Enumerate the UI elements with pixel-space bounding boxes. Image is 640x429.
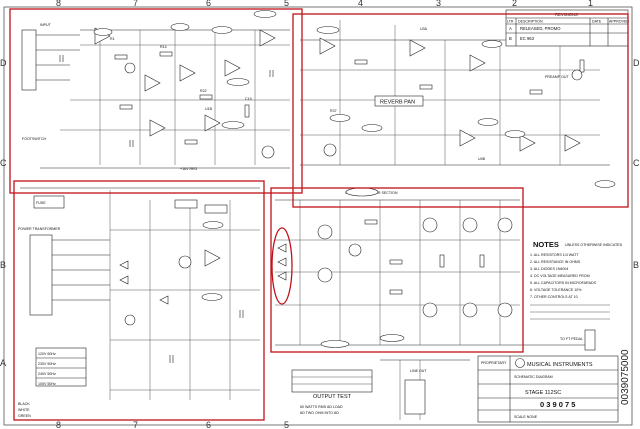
annotation-overlay <box>9 8 629 421</box>
rev-row-ltr: A <box>509 26 512 31</box>
output-test-label: OUTPUT TEST <box>313 394 352 400</box>
row-letter: B <box>0 260 6 270</box>
col-number: 6 <box>206 0 211 8</box>
reverb-eq-circuit: REVERB PAN PREAMP OUT U3A U4B R37 <box>300 20 616 188</box>
note-item: 5. ALL CAPACITORS IN MICROFARADS <box>530 281 597 285</box>
col-number: 8 <box>56 420 61 429</box>
note-item: 2. ALL RESISTANCE IN OHMS <box>530 260 581 264</box>
rev-header-date: DATE <box>592 20 602 24</box>
svg-text:R22: R22 <box>200 89 207 93</box>
rev-header-approved: APPROVED <box>609 20 629 24</box>
power-amp-circuit: SCHEMATIC POWER SECTION <box>275 187 596 351</box>
top-column-numbers: 8 7 6 5 4 3 2 1 <box>56 0 593 8</box>
left-row-letters: D C B A <box>0 58 7 368</box>
col-number: 5 <box>284 0 289 8</box>
svg-text:R1: R1 <box>110 37 115 41</box>
svg-text:WHITE: WHITE <box>18 408 30 412</box>
rev-row-desc: RELEASED, PROMO <box>520 26 561 31</box>
preamp-circuit: INPUT FOOTSWITCH R1 R14 R22 U1B C19 +16V… <box>21 10 290 171</box>
row-letter: C <box>633 158 640 168</box>
svg-text:SCALE NONE: SCALE NONE <box>514 415 538 419</box>
line-out-label: LINE OUT <box>410 369 427 373</box>
bottom-column-numbers: 8 7 6 5 <box>56 420 289 429</box>
row-letter: D <box>0 58 7 68</box>
reverb-pan-label: REVERB PAN <box>380 100 415 106</box>
power-transformer-label: POWER TRANSFORMER <box>18 227 61 231</box>
output-test-section: OUTPUT TEST TO SPEAKER LINE OUT 60 WATTS… <box>291 359 470 420</box>
svg-text:FOOTSWITCH: FOOTSWITCH <box>22 137 47 141</box>
rev-row-desc: EC 963 <box>520 36 535 41</box>
svg-text:U1B: U1B <box>205 107 213 111</box>
svg-text:0 3 9 0 7 5: 0 3 9 0 7 5 <box>540 400 575 409</box>
preamp-out-label: PREAMP OUT <box>545 75 570 79</box>
power-transformer <box>29 234 53 316</box>
col-number: 5 <box>284 420 289 429</box>
note-item: 7. OTHER CONTROLS AT 10 <box>530 295 578 299</box>
right-row-letters: D C B <box>633 58 640 270</box>
col-number: 1 <box>588 0 593 8</box>
svg-text:100V 50Hz: 100V 50Hz <box>38 382 56 386</box>
col-number: 4 <box>358 0 363 8</box>
notes-subtitle: UNLESS OTHERWISE INDICATED <box>565 243 623 247</box>
note-item: 3. ALL DIODES 1N4004 <box>530 267 568 271</box>
company-label: MUSICAL INSTRUMENTS <box>527 362 593 368</box>
row-letter: C <box>0 158 7 168</box>
annotation-box-power-amp <box>270 187 524 353</box>
revisions-table: REVISIONS LTR DESCRIPTION DATE APPROVED … <box>505 9 629 47</box>
svg-text:230V 50Hz: 230V 50Hz <box>38 362 56 366</box>
annotation-oval-diodes <box>271 227 293 305</box>
note-item: 1. ALL RESISTORS 1/4 WATT <box>530 253 579 257</box>
logo-icon <box>515 358 525 368</box>
rev-header-ltr: LTR <box>507 20 514 24</box>
col-number: 7 <box>133 0 138 8</box>
col-number: 3 <box>436 0 441 8</box>
svg-text:C19: C19 <box>245 97 252 101</box>
annotation-box-reverb <box>292 13 629 208</box>
svg-text:R14: R14 <box>160 45 167 49</box>
svg-text:FUSE: FUSE <box>36 201 46 205</box>
model-label: STAGE 112SC <box>525 390 561 396</box>
note-item: 4. DC VOLTAGE MEASURED FROM <box>530 274 590 278</box>
annotation-box-power-supply <box>13 180 265 421</box>
annotation-box-preamp <box>9 8 303 194</box>
sheet-border <box>3 6 633 426</box>
col-number: 6 <box>206 420 211 429</box>
svg-text:U4B: U4B <box>478 157 486 161</box>
svg-text:240V 50Hz: 240V 50Hz <box>38 372 56 376</box>
row-letter: D <box>633 58 640 68</box>
row-letter: A <box>0 358 6 368</box>
svg-text:INPUT: INPUT <box>40 23 52 27</box>
svg-text:U3A: U3A <box>420 27 428 31</box>
col-number: 7 <box>133 420 138 429</box>
power-supply-circuit: POWER TRANSFORMER FUSE 120V 60Hz <box>18 187 260 418</box>
note-item: 6. VOLTAGE TOLERANCE 10% <box>530 288 582 292</box>
svg-text:GREEN: GREEN <box>18 414 31 418</box>
svg-text:120V 60Hz: 120V 60Hz <box>38 352 56 356</box>
svg-text:R37: R37 <box>330 109 337 113</box>
col-number: 2 <box>512 0 517 8</box>
rev-header-desc: DESCRIPTION <box>518 20 543 24</box>
reverb-pan-box <box>374 95 424 107</box>
svg-text:TO FT PEDAL: TO FT PEDAL <box>560 337 583 341</box>
drawing-number: 0039075000 <box>620 349 631 405</box>
title-block: PROPRIETARY MUSICAL INSTRUMENTS STAGE 11… <box>477 355 619 423</box>
col-number: 8 <box>56 0 61 8</box>
row-letter: B <box>633 260 639 270</box>
svg-text:8Ω TWO OHM INTO 8Ω: 8Ω TWO OHM INTO 8Ω <box>300 411 339 415</box>
svg-text:60 WATTS RMS 8Ω LOAD: 60 WATTS RMS 8Ω LOAD <box>300 405 343 409</box>
rev-row-ltr: B <box>509 36 512 41</box>
svg-text:BLACK: BLACK <box>18 402 30 406</box>
svg-text:+16V REG: +16V REG <box>180 167 197 171</box>
proprietary-label: PROPRIETARY <box>481 361 507 365</box>
notes-block: NOTES UNLESS OTHERWISE INDICATED 1. ALL … <box>530 240 623 320</box>
svg-text:SCHEMATIC DIAGRAM: SCHEMATIC DIAGRAM <box>514 375 553 379</box>
notes-title: NOTES <box>533 240 559 249</box>
